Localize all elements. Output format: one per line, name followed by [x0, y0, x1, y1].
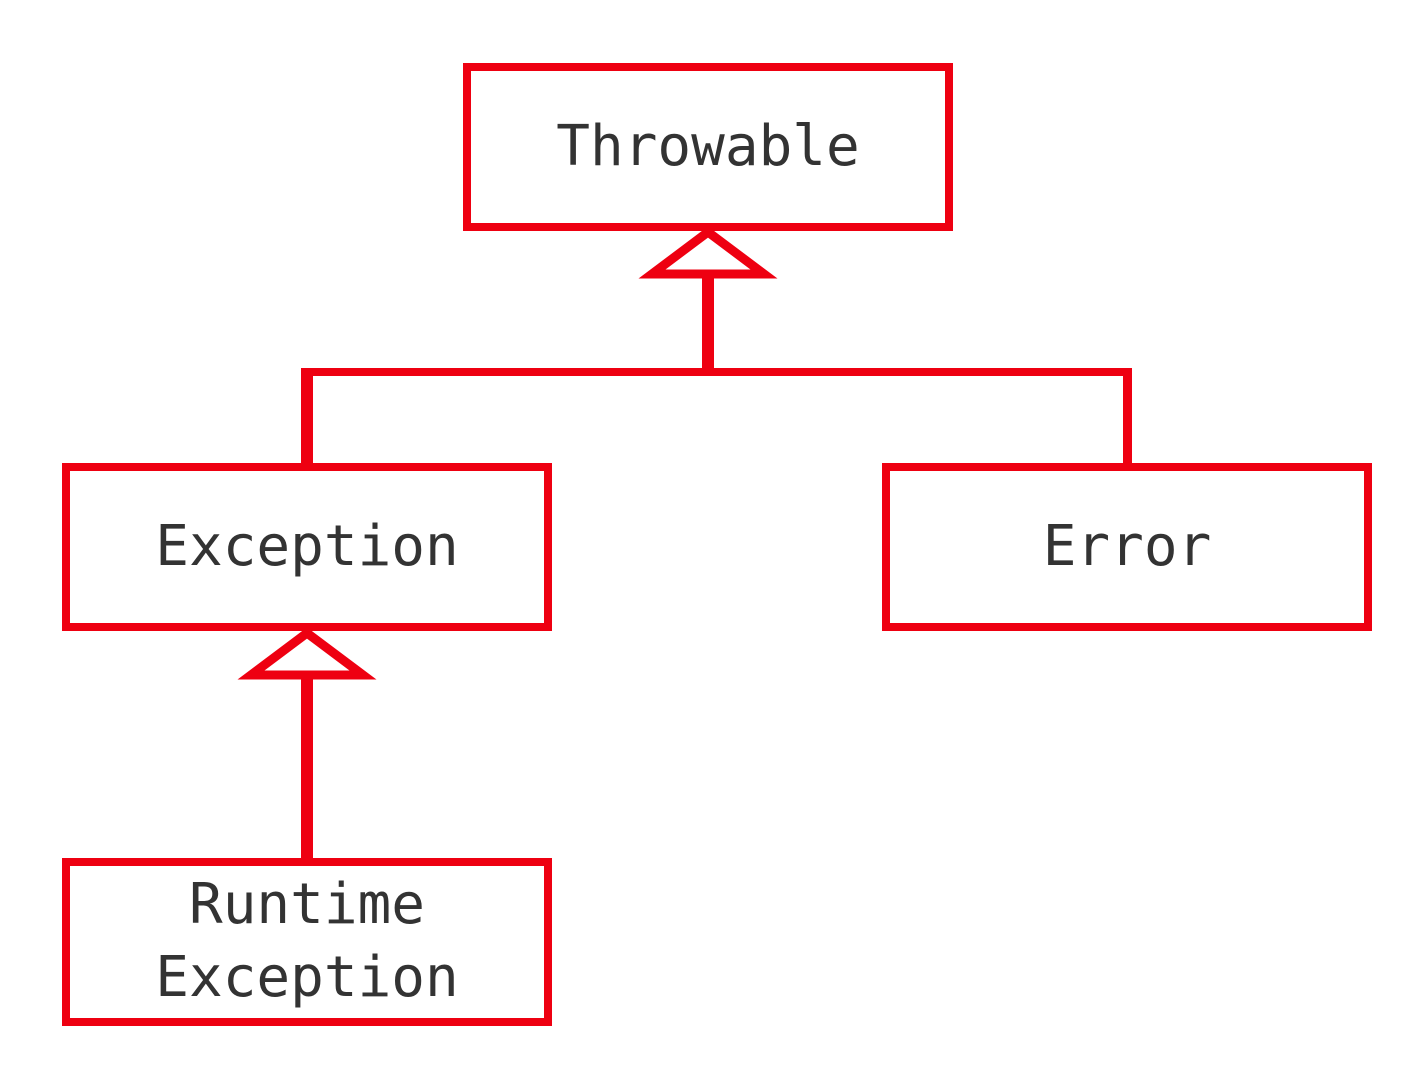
node-exception-label: Exception: [155, 513, 459, 579]
edge-drop-from-exception: [301, 368, 313, 469]
edge-drop-from-error: [1123, 368, 1132, 469]
node-runtime-exception-label: Runtime Exception: [155, 872, 459, 1010]
edge-stem-to-throwable: [702, 277, 714, 376]
inheritance-arrowhead-throwable-icon: [638, 226, 778, 279]
node-error-label: Error: [1042, 513, 1212, 579]
inheritance-arrowhead-exception-icon: [237, 627, 377, 680]
node-error: Error: [882, 463, 1372, 631]
node-exception: Exception: [62, 463, 552, 631]
edge-stem-runtime-to-exception: [301, 678, 313, 864]
edge-branch-horizontal: [301, 368, 1132, 376]
node-throwable-label: Throwable: [556, 113, 860, 179]
node-runtime-exception: Runtime Exception: [62, 858, 552, 1026]
node-throwable: Throwable: [463, 63, 953, 231]
